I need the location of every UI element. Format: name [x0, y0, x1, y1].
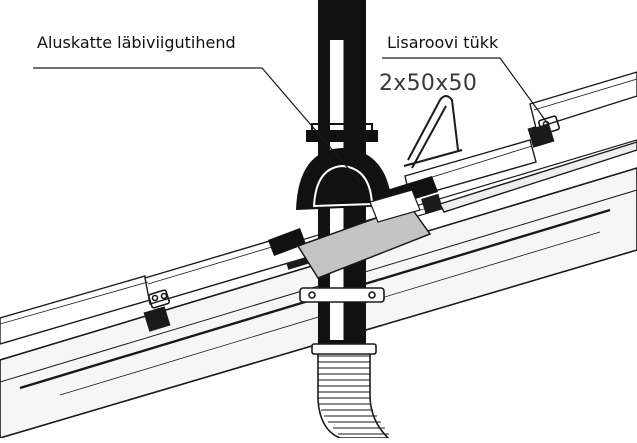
- flashing-plate: [296, 189, 432, 279]
- leader-lines: [33, 57, 549, 183]
- tile-clips: [148, 115, 560, 309]
- batten-block: [527, 122, 555, 148]
- leader-line-batten: [382, 57, 549, 125]
- label-batten-size: 2x50x50: [379, 71, 478, 96]
- batten-block: [421, 193, 443, 215]
- leader-line-seal: [33, 67, 361, 183]
- label-underlay-seal: Aluskatte läbiviigutihend: [37, 33, 236, 52]
- corrugated-hose: [311, 343, 390, 439]
- batten-block: [143, 306, 171, 332]
- label-extra-batten: Lisaroovi tükk: [387, 33, 499, 52]
- pipe-clamp: [299, 287, 385, 303]
- extra-batten-bracket: [403, 95, 463, 169]
